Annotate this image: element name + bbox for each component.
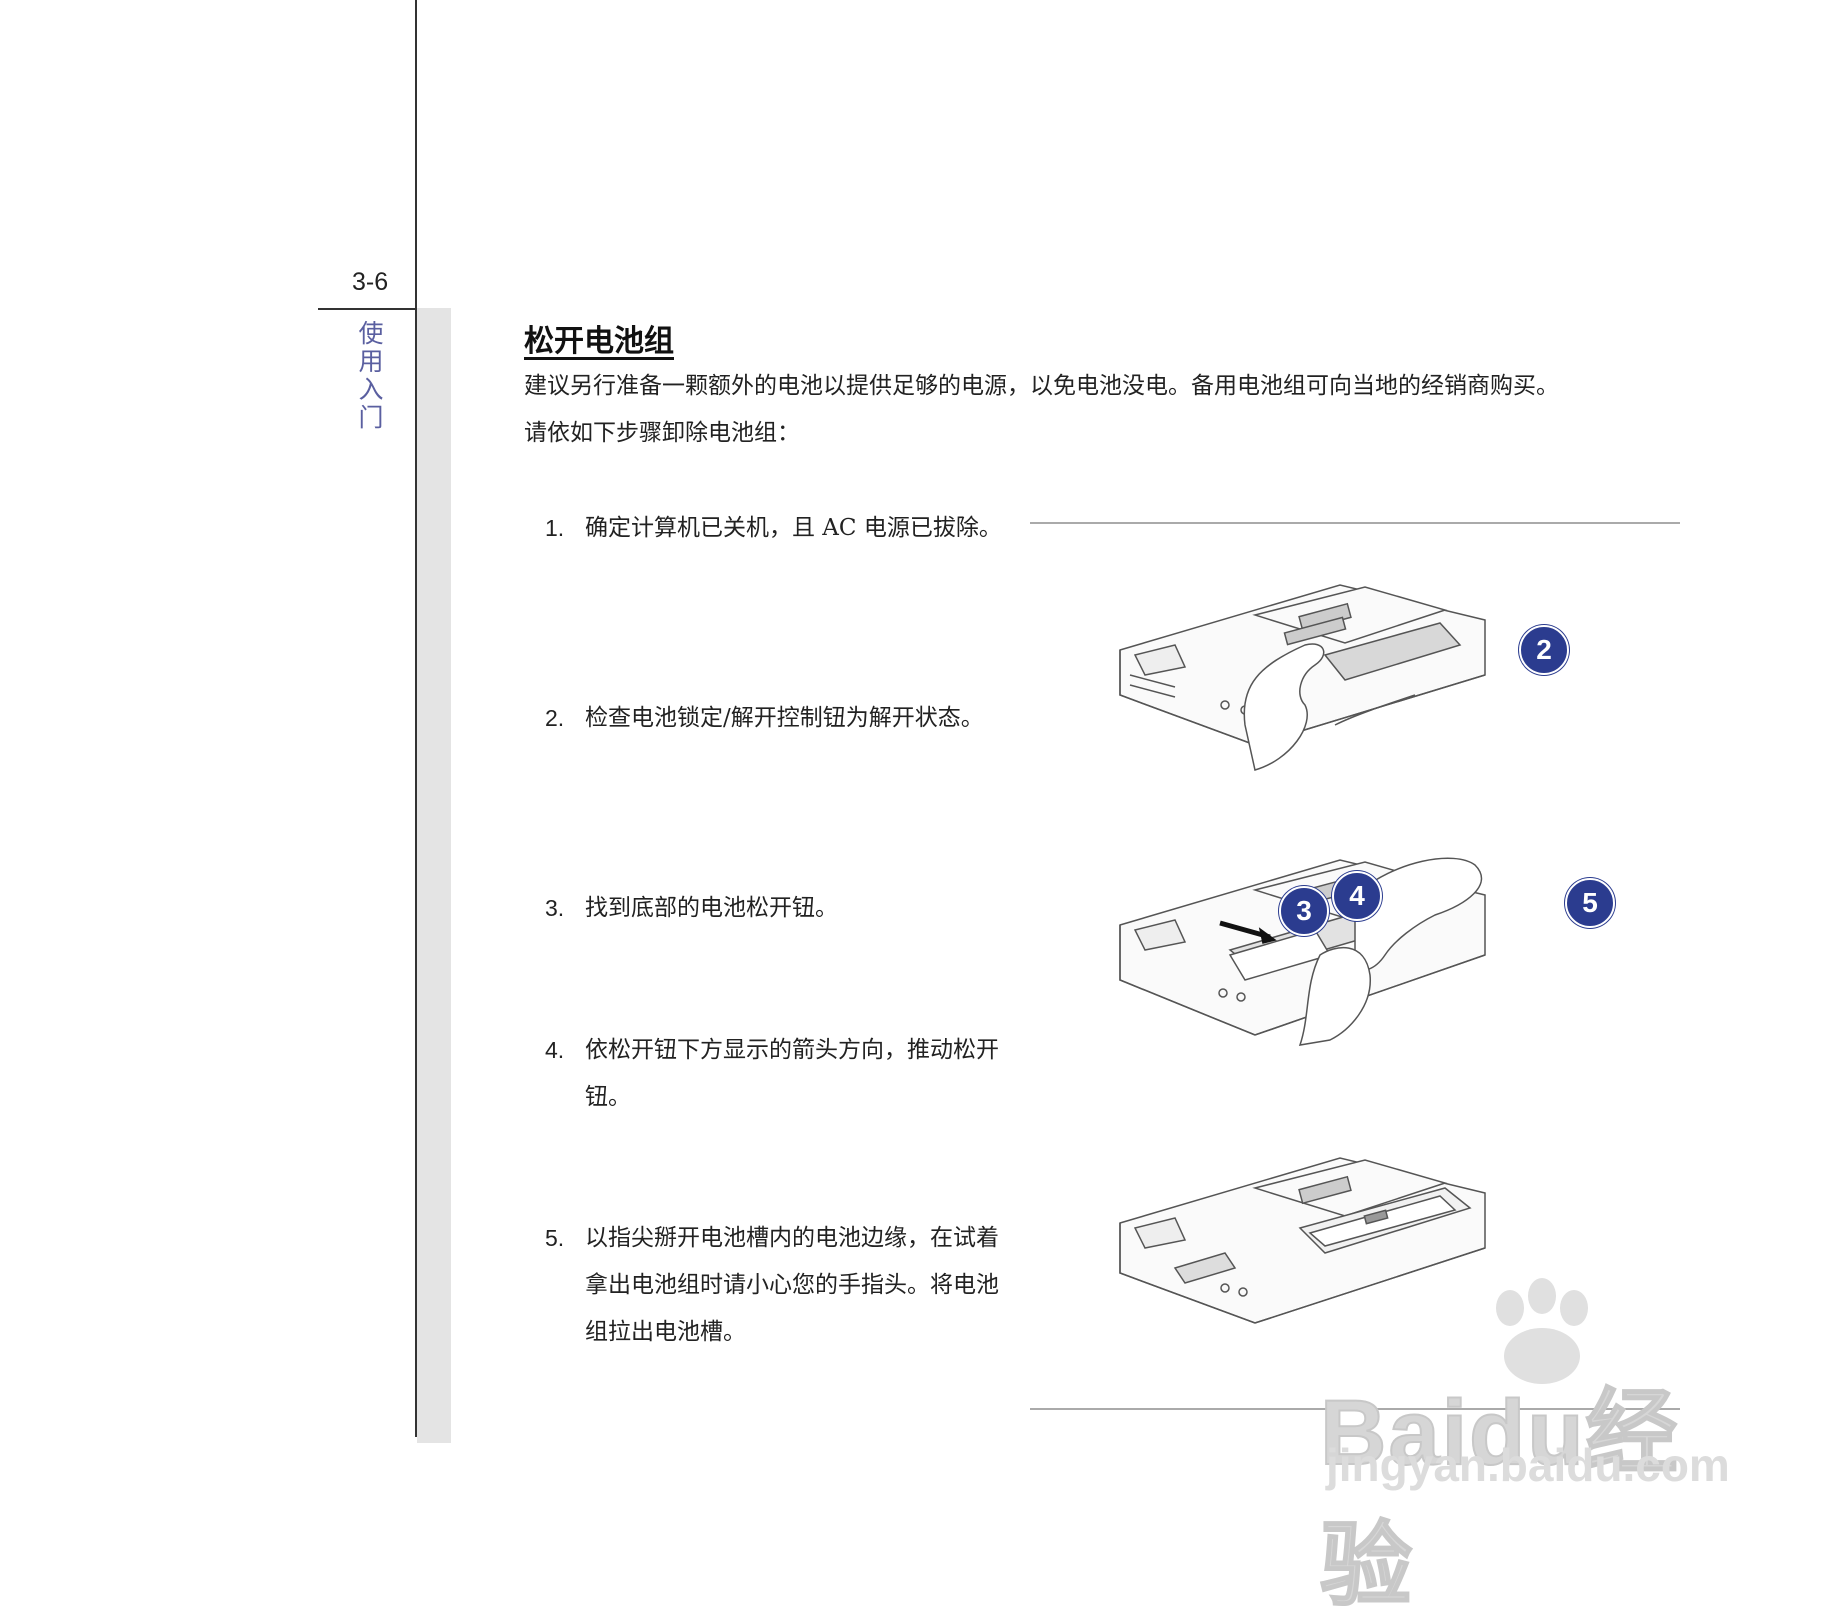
page-number-rule — [318, 308, 417, 310]
step-item: 1. 确定计算机已关机，且 AC 电源已拔除。 — [545, 505, 1015, 552]
callout-badge-4: 4 — [1332, 871, 1382, 921]
margin-vertical-rule — [415, 0, 417, 1437]
illustration-top-rule — [1030, 522, 1680, 524]
step-item: 5. 以指尖掰开电池槽内的电池边缘，在试着拿出电池组时请小心您的手指头。将电池组… — [545, 1215, 1015, 1356]
callout-badge-2: 2 — [1519, 625, 1569, 675]
chapter-side-tab: 使 用 入 门 — [356, 320, 386, 432]
intro-line: 建议另行准备一颗额外的电池以提供足够的电源，以免电池没电。备用电池组可向当地的经… — [524, 373, 1559, 399]
step-text: 检查电池锁定/解开控制钮为解开状态。 — [585, 705, 984, 731]
step-item: 3. 找到底部的电池松开钮。 — [545, 885, 1015, 932]
side-tab-char: 使 — [358, 319, 384, 348]
callout-badge-3: 3 — [1279, 886, 1329, 936]
step-number: 4. — [545, 1037, 565, 1063]
baidu-watermark: Baidu经验 jingyan.baidu.com — [1319, 1278, 1760, 1618]
laptop-illustration-step2 — [1119, 584, 1486, 771]
paw-logo-icon — [1496, 1278, 1588, 1384]
section-title: 松开电池组 — [524, 324, 674, 359]
intro-paragraph: 建议另行准备一颗额外的电池以提供足够的电源，以免电池没电。备用电池组可向当地的经… — [524, 363, 1694, 457]
laptop-illustration-battery-removed — [1119, 1157, 1486, 1324]
step-item: 2. 检查电池锁定/解开控制钮为解开状态。 — [545, 695, 1015, 742]
watermark-url: jingyan.baidu.com — [1326, 1439, 1730, 1491]
step-number: 2. — [545, 705, 565, 731]
illustration-bottom-rule — [1030, 1408, 1680, 1410]
step-item: 4. 依松开钮下方显示的箭头方向，推动松开钮。 — [545, 1027, 1015, 1121]
side-tab-char: 入 — [358, 375, 384, 404]
callout-badge-5: 5 — [1565, 878, 1615, 928]
margin-gray-strip — [417, 308, 451, 1443]
side-tab-char: 用 — [358, 347, 384, 376]
step-text: 以指尖掰开电池槽内的电池边缘，在试着拿出电池组时请小心您的手指头。将电池组拉出电… — [585, 1225, 999, 1345]
step-text: 确定计算机已关机，且 AC 电源已拔除。 — [585, 515, 1002, 541]
step-number: 5. — [545, 1225, 565, 1251]
step-text: 依松开钮下方显示的箭头方向，推动松开钮。 — [585, 1037, 999, 1110]
step-number: 1. — [545, 515, 565, 541]
side-tab-char: 门 — [358, 403, 384, 432]
step-text: 找到底部的电池松开钮。 — [585, 895, 838, 921]
page-number: 3-6 — [352, 268, 389, 296]
intro-line: 请依如下步骤卸除电池组： — [524, 420, 800, 446]
step-number: 3. — [545, 895, 565, 921]
